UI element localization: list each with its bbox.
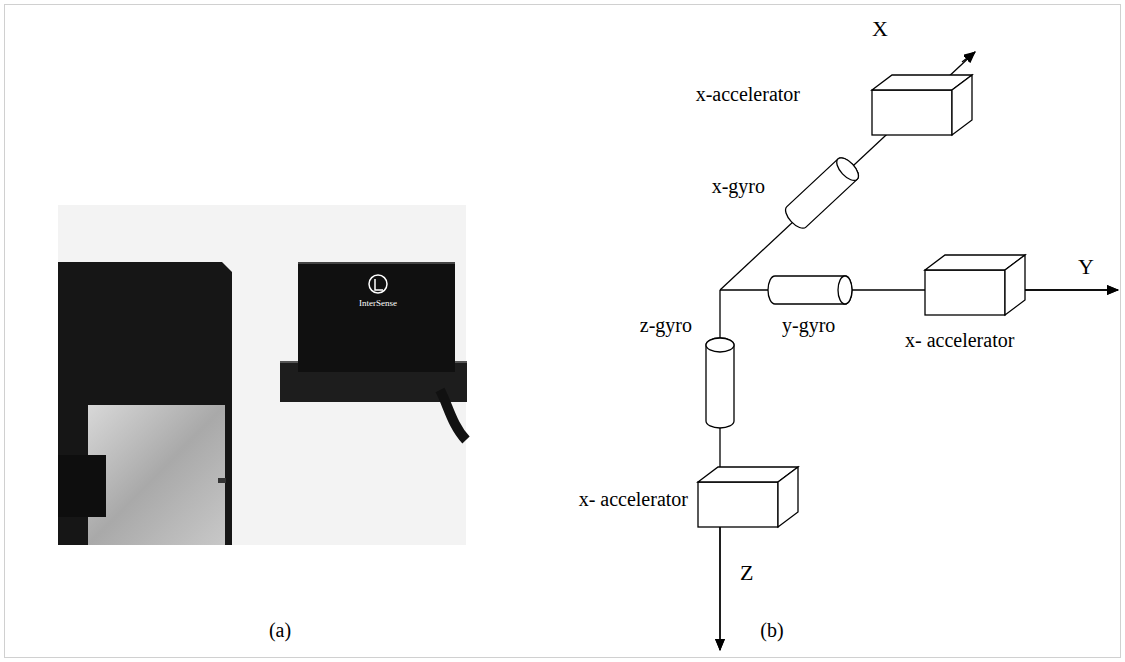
logo <box>369 275 387 293</box>
floppy-disk <box>58 262 232 545</box>
axis-label: X <box>872 16 888 42</box>
sensor-cube <box>298 262 455 372</box>
sensor-label: z-gyro <box>640 313 692 337</box>
x-gyro-cylinder <box>782 154 863 232</box>
sensor-label: x- accelerator <box>905 328 1014 352</box>
axis-label: Y <box>1078 254 1094 280</box>
sensor-label: x- accelerator <box>579 487 688 511</box>
sensor-label: y-gyro <box>782 313 835 337</box>
sensor-label: x-gyro <box>712 174 765 198</box>
panel-label: (a) <box>269 618 291 642</box>
z-gyro-cylinder <box>706 338 734 428</box>
floppy-shutter <box>88 405 225 545</box>
axis-label: Z <box>740 560 753 586</box>
photo <box>58 205 467 545</box>
frame <box>5 5 1121 658</box>
panel-label: (b) <box>760 618 783 642</box>
cable <box>440 390 466 440</box>
z-accelerometer-box <box>698 467 798 527</box>
y-gyro-cylinder <box>768 276 852 304</box>
brand-text: InterSense <box>359 298 397 309</box>
y-accelerometer-box <box>925 255 1025 315</box>
axes <box>720 52 1118 650</box>
x-accelerometer-box <box>872 75 972 135</box>
sensor-label: x-accelerator <box>696 82 800 106</box>
